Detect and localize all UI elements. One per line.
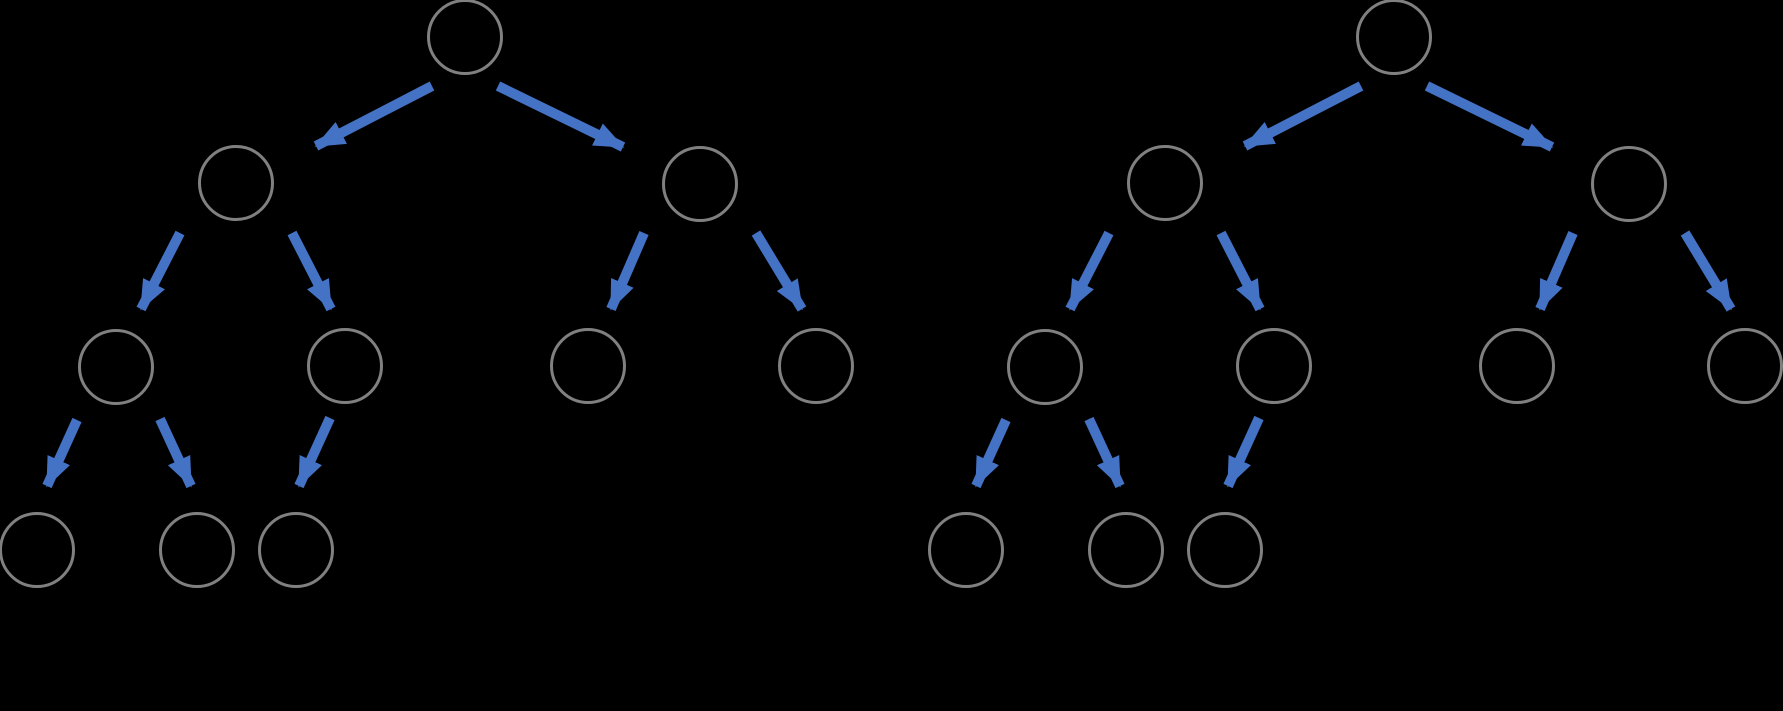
edge-L-to-LR [1216,230,1265,312]
tree-node-LLL [0,512,75,588]
tree-node-LLL [928,512,1004,588]
edge-L-to-LL [136,230,185,312]
tree-node-RL [550,328,626,404]
edge-LR-to-LRL [1223,415,1264,489]
tree-left [0,0,854,588]
tree-right [928,0,1783,588]
edge-root-to-R [1424,81,1555,152]
tree-node-LR [1236,328,1312,404]
tree-node-LLR [1088,512,1164,588]
edge-LR-to-LRL [294,415,335,489]
edge-LL-to-LLR [1084,416,1125,489]
tree-node-L [1127,145,1203,221]
edge-R-to-RL [1535,231,1578,311]
edge-LL-to-LLL [42,417,82,489]
tree-node-L [198,145,274,221]
tree-node-R [1591,146,1667,222]
edge-R-to-RR [751,230,807,312]
edge-root-to-L [1242,81,1364,151]
edge-R-to-RR [1680,230,1736,312]
tree-node-LR [307,328,383,404]
edge-L-to-LR [287,230,336,312]
tree-node-root [427,0,503,75]
tree-node-LL [1007,329,1083,405]
edge-L-to-LL [1065,230,1114,312]
edge-root-to-R [495,81,626,152]
tree-node-root [1356,0,1432,75]
tree-node-LRL [258,512,334,588]
tree-node-RL [1479,328,1555,404]
tree-node-R [662,146,738,222]
edge-R-to-RL [606,231,649,311]
edge-LL-to-LLL [971,417,1011,489]
tree-node-LLR [159,512,235,588]
edge-LL-to-LLR [155,416,196,489]
edge-root-to-L [313,81,435,151]
tree-node-RR [778,328,854,404]
tree-node-LRL [1187,512,1263,588]
tree-node-RR [1707,328,1783,404]
tree-node-LL [78,329,154,405]
